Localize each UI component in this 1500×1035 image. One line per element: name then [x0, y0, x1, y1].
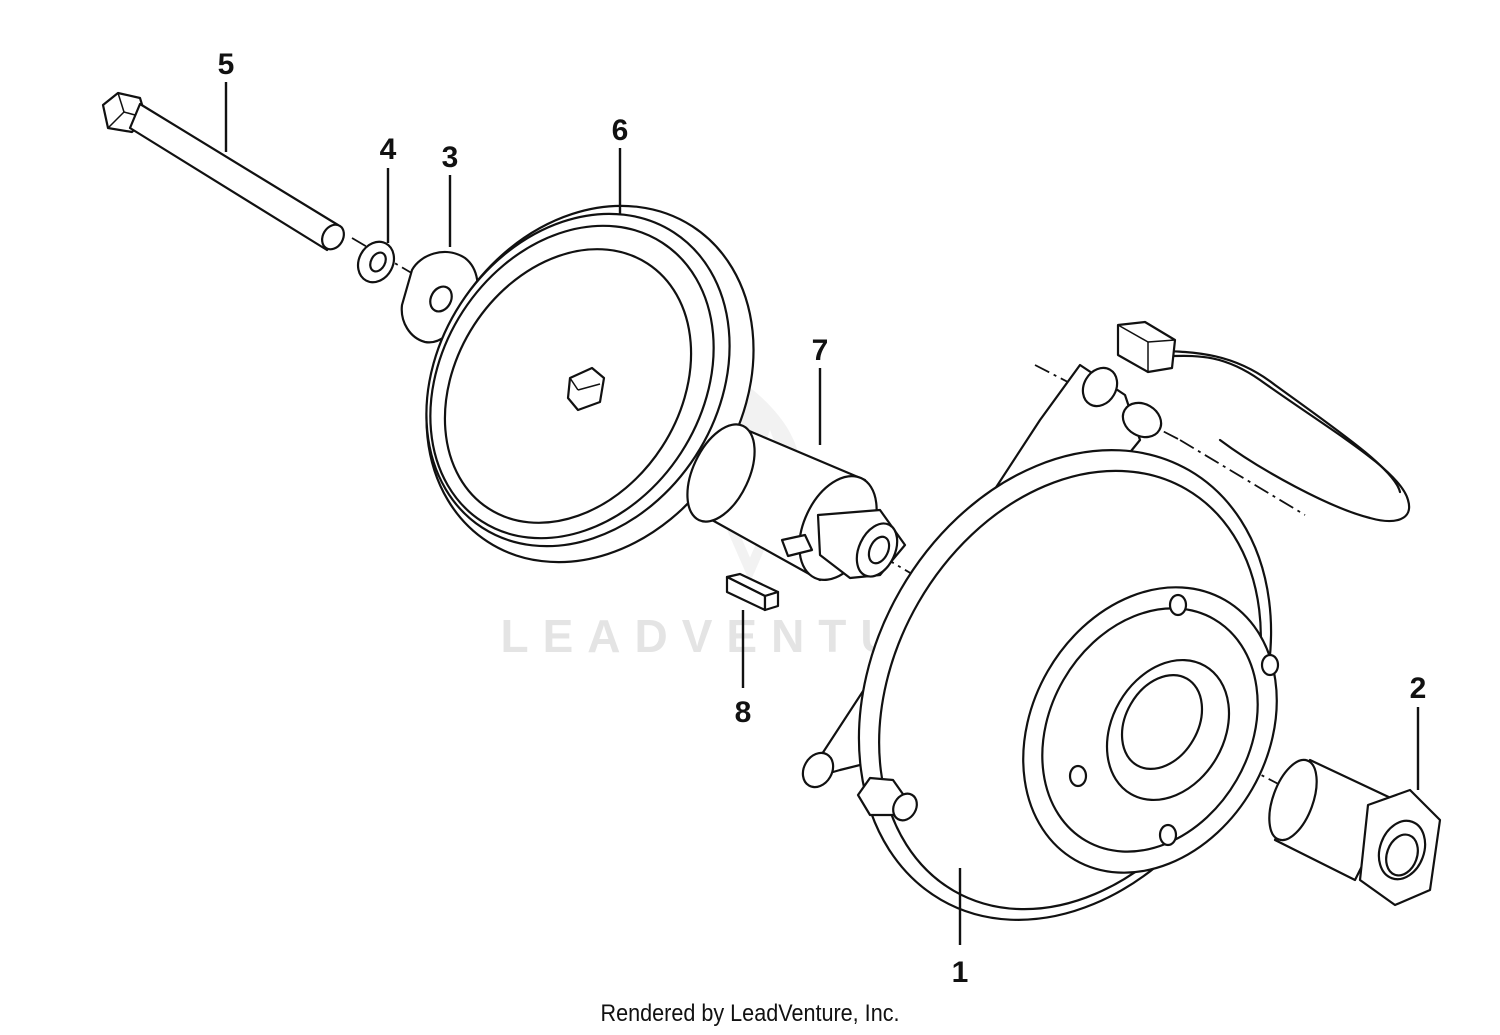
- part-7-spacer[interactable]: [674, 414, 907, 592]
- callout-1: 1: [952, 956, 969, 989]
- callout-leaders: [224, 82, 1420, 945]
- callout-7: 7: [812, 334, 829, 367]
- callout-8: 8: [735, 696, 752, 729]
- part-4-washer[interactable]: [351, 235, 401, 288]
- callout-5: 5: [218, 48, 235, 81]
- callout-4: 4: [380, 133, 397, 166]
- part-8-key[interactable]: [725, 572, 780, 612]
- callout-labels: 1 2 3 4 5 6 7 8: [218, 48, 1427, 989]
- callout-2: 2: [1410, 672, 1427, 705]
- part-1-clutch[interactable]: [776, 320, 1411, 995]
- part-6-pulley[interactable]: [360, 144, 820, 625]
- part-2-bushing[interactable]: [1260, 754, 1442, 907]
- part-5-bolt[interactable]: [101, 91, 348, 253]
- callout-6: 6: [612, 114, 629, 147]
- callout-3: 3: [442, 141, 459, 174]
- footer-credit: Rendered by LeadVenture, Inc.: [600, 1000, 900, 1027]
